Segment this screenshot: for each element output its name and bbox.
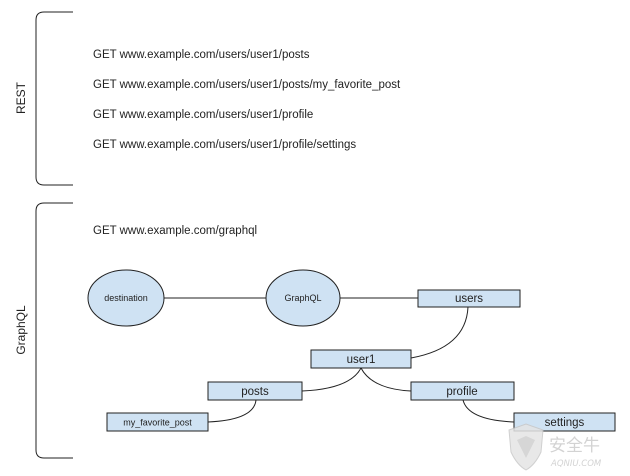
node-user1-label: user1	[347, 354, 376, 366]
edge-user1-profile	[360, 367, 412, 392]
watermark-text-en: AQNIU.COM	[550, 459, 602, 469]
watermark-shield-icon	[508, 423, 544, 471]
node-settings-label: settings	[545, 417, 585, 429]
graphql-request: GET www.example.com/graphql	[93, 225, 257, 237]
graph-nodes: destination GraphQL users user1 posts pr…	[87, 269, 616, 432]
edge-posts-my-favorite-post	[207, 399, 257, 423]
node-destination: destination	[87, 269, 165, 327]
node-users: users	[417, 289, 521, 308]
graph-edges	[164, 297, 515, 423]
node-settings: settings	[513, 412, 616, 432]
node-graphql: GraphQL	[265, 269, 341, 327]
node-posts: posts	[207, 381, 303, 401]
node-posts-label: posts	[241, 386, 269, 398]
watermark-text-cn: 安全牛	[549, 436, 600, 456]
rest-request-favorite-post: GET www.example.com/users/user1/posts/my…	[93, 79, 401, 91]
edge-users-user1	[410, 306, 469, 359]
watermark: 安全牛 AQNIU.COM	[508, 423, 602, 471]
rest-brace	[35, 11, 73, 186]
rest-request-settings: GET www.example.com/users/user1/profile/…	[93, 139, 356, 151]
node-destination-label: destination	[104, 293, 148, 303]
graphql-section: GraphQL GET www.example.com/graphql	[14, 202, 257, 459]
node-my-favorite-post-label: my_favorite_post	[123, 418, 192, 428]
edge-user1-posts	[301, 367, 362, 392]
edge-profile-settings	[462, 399, 515, 423]
node-profile: profile	[410, 381, 515, 401]
rest-section: REST GET www.example.com/users/user1/pos…	[14, 11, 401, 186]
rest-request-profile: GET www.example.com/users/user1/profile	[93, 109, 313, 121]
node-graphql-label: GraphQL	[284, 293, 321, 303]
graphql-label: GraphQL	[14, 305, 28, 355]
graphql-brace	[35, 202, 73, 459]
node-user1: user1	[310, 349, 412, 369]
node-users-label: users	[455, 293, 483, 305]
rest-request-posts: GET www.example.com/users/user1/posts	[93, 49, 310, 61]
node-my-favorite-post: my_favorite_post	[106, 412, 209, 432]
rest-label: REST	[14, 81, 28, 114]
node-profile-label: profile	[446, 386, 477, 398]
